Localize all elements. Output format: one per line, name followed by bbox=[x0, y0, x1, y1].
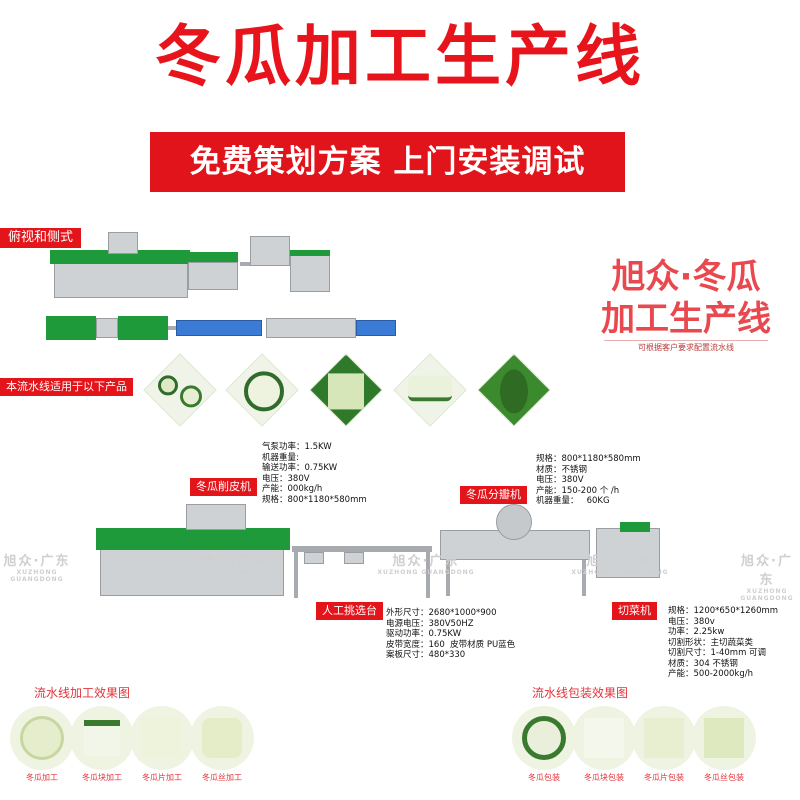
packing-caption-2: 冬瓜块包装 bbox=[584, 773, 624, 782]
brand-title-line1: 旭众·冬瓜 bbox=[611, 257, 761, 297]
processing-image-3 bbox=[130, 706, 194, 770]
processing-image-4 bbox=[190, 706, 254, 770]
picking-tag: 人工挑选台 bbox=[316, 602, 383, 620]
packing-caption-3: 冬瓜片包装 bbox=[644, 773, 684, 782]
product-sample-4 bbox=[393, 353, 467, 427]
packing-image-4 bbox=[692, 706, 756, 770]
peeler-tag: 冬瓜削皮机 bbox=[190, 478, 257, 496]
service-banner: 免费策划方案 上门安装调试 bbox=[150, 132, 625, 192]
page-title: 冬瓜加工生产线 bbox=[155, 18, 645, 95]
side-view-illustration bbox=[50, 228, 340, 306]
processing-caption-3: 冬瓜片加工 bbox=[142, 773, 182, 782]
processing-image-2 bbox=[70, 706, 134, 770]
packing-effects-title: 流水线包装效果图 bbox=[532, 686, 629, 700]
product-sample-3 bbox=[309, 353, 383, 427]
brand-subtitle: 可根据客户要求配置流水线 bbox=[638, 343, 734, 352]
top-view-illustration bbox=[46, 312, 406, 348]
separator-tag: 冬瓜分瓣机 bbox=[460, 486, 527, 504]
processing-caption-2: 冬瓜块加工 bbox=[82, 773, 122, 782]
brand-title-line2: 加工生产线 bbox=[601, 299, 771, 339]
product-sample-5 bbox=[477, 353, 551, 427]
packing-caption-4: 冬瓜丝包装 bbox=[704, 773, 744, 782]
packing-image-1 bbox=[512, 706, 576, 770]
view-tag: 俯视和侧式 bbox=[0, 228, 82, 248]
production-line-illustration bbox=[96, 500, 676, 600]
processing-caption-4: 冬瓜丝加工 bbox=[202, 773, 242, 782]
cutter-tag: 切菜机 bbox=[612, 602, 657, 620]
packing-caption-1: 冬瓜包装 bbox=[528, 773, 560, 782]
processing-image-1 bbox=[10, 706, 74, 770]
packing-image-2 bbox=[572, 706, 636, 770]
processing-caption-1: 冬瓜加工 bbox=[26, 773, 58, 782]
products-tag: 本流水线适用于以下产品 bbox=[0, 378, 133, 396]
processing-effects-title: 流水线加工效果图 bbox=[34, 686, 131, 700]
product-sample-2 bbox=[225, 353, 299, 427]
product-sample-1 bbox=[143, 353, 217, 427]
packing-image-3 bbox=[632, 706, 696, 770]
brand-divider bbox=[604, 340, 768, 341]
